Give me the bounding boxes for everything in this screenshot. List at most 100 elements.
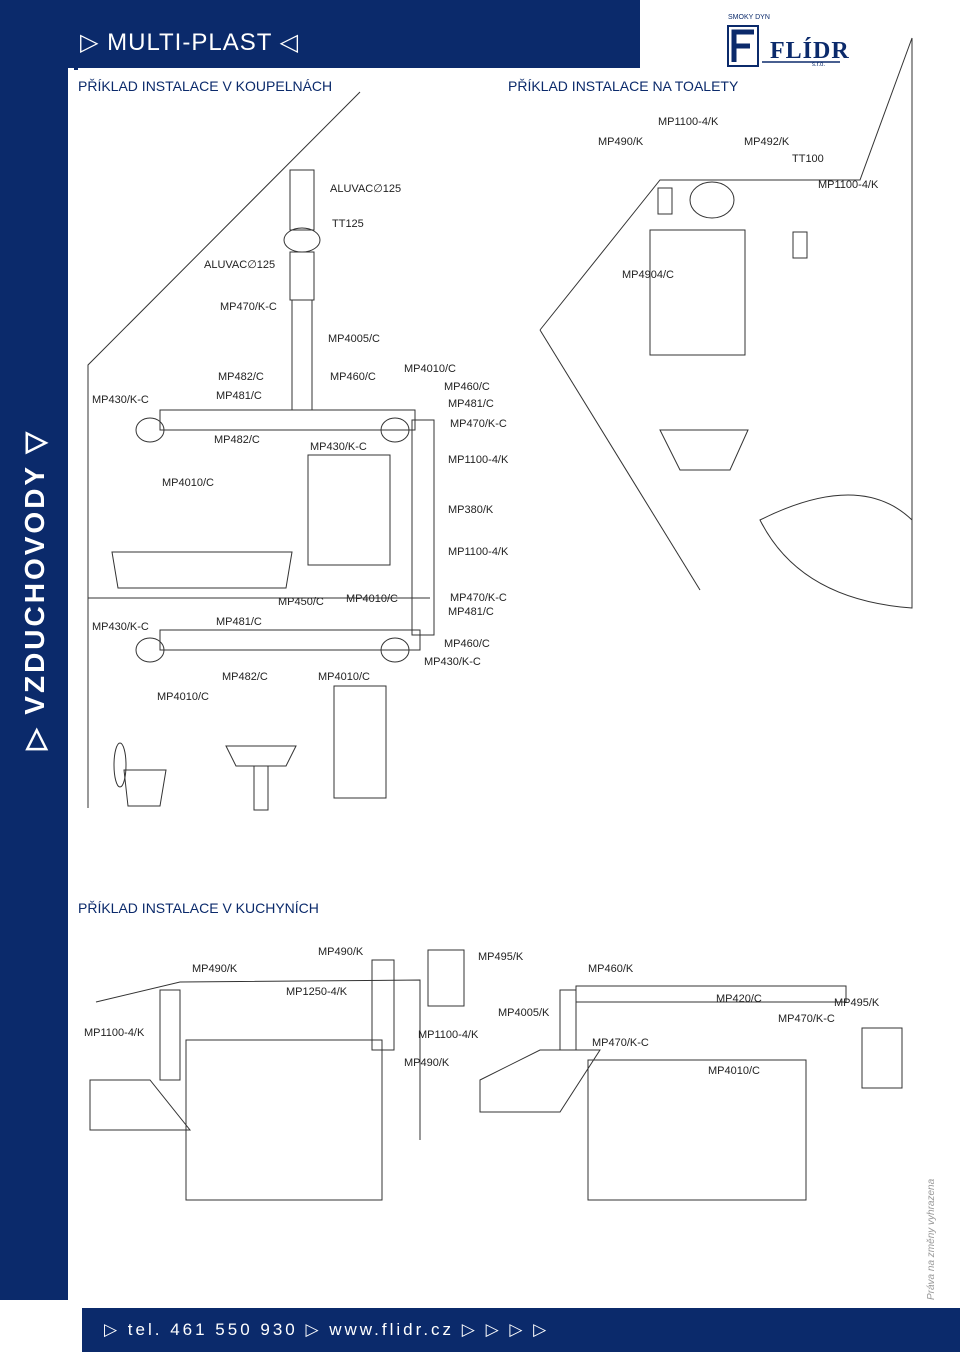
kitchen-left-duct xyxy=(159,989,181,1081)
logo-small-text: SMOKY DYN xyxy=(728,14,770,21)
upper-right-grille xyxy=(380,417,410,443)
label-mp470-riser: MP470/K-C xyxy=(450,418,507,430)
logo-name: FLÍDR xyxy=(770,38,850,64)
label-kitchen-mp460: MP460/K xyxy=(588,963,634,975)
toilet-grille-right xyxy=(792,231,808,259)
label-mp1100-upper: MP1100-4/K xyxy=(448,454,509,466)
lower-door xyxy=(333,685,387,799)
label-mp430-mid: MP430/K-C xyxy=(310,441,367,453)
label-kitchen-mp495-right: MP495/K xyxy=(834,997,880,1009)
section-title-kitchen: PŘÍKLAD INSTALACE V KUCHYNÍCH xyxy=(78,900,319,916)
lower-right-grille xyxy=(380,637,410,663)
label-mp482-lower: MP482/C xyxy=(222,671,268,683)
lower-left-grille xyxy=(135,637,165,663)
toilet-cabinet xyxy=(649,229,746,356)
label-mp460-upper: MP460/C xyxy=(330,371,376,383)
label-mp481-riser: MP481/C xyxy=(448,398,494,410)
label-kitchen-mp490-top: MP490/K xyxy=(318,946,364,958)
label-toilet-mp4904: MP4904/C xyxy=(622,269,674,281)
label-kitchen-mp420: MP420/C xyxy=(716,993,762,1005)
logo-suffix: s.r.o. xyxy=(812,62,826,68)
label-aluvac-bottom: ALUVAC∅125 xyxy=(204,259,275,271)
section-title-bathroom: PŘÍKLAD INSTALACE V KOUPELNÁCH xyxy=(78,78,333,94)
label-mp460-lower: MP460/C xyxy=(444,638,490,650)
label-toilet-tt100: TT100 xyxy=(792,153,824,165)
label-mp430-lower-left: MP430/K-C xyxy=(92,621,149,633)
toilet-grille-left xyxy=(657,187,673,215)
upper-duct xyxy=(159,409,416,431)
upper-left-grille xyxy=(135,417,165,443)
label-aluvac-top: ALUVAC∅125 xyxy=(330,183,401,195)
kitchen-left-hood xyxy=(89,1079,192,1131)
kitchen-wall-plate xyxy=(427,949,465,1007)
label-mp4005: MP4005/C xyxy=(328,333,380,345)
label-kitchen-mp1250: MP1250-4/K xyxy=(286,986,348,998)
label-mp1100-lower: MP1100-4/K xyxy=(448,546,509,558)
tt125-fan xyxy=(283,227,321,253)
label-kitchen-mp470-right: MP470/K-C xyxy=(778,1013,835,1025)
label-mp4010-mid: MP4010/C xyxy=(162,477,214,489)
kitchen-right-wall-plate xyxy=(861,1027,903,1089)
label-mp4010-lower: MP4010/C xyxy=(318,671,370,683)
label-mp430-upper-left: MP430/K-C xyxy=(92,394,149,406)
basin-pedestal xyxy=(253,765,269,811)
lower-duct xyxy=(159,629,421,651)
toilet-fan-duct xyxy=(689,181,735,219)
kitchen-right-cabinets xyxy=(587,1059,807,1201)
label-kitchen-mp495-top: MP495/K xyxy=(478,951,524,963)
company-logo xyxy=(722,12,842,68)
footer-contact: ▷ tel. 461 550 930 ▷ www.flidr.cz ▷ ▷ ▷ … xyxy=(104,1320,550,1339)
label-kitchen-mp470-mid: MP470/K-C xyxy=(592,1037,649,1049)
label-toilet-mp1100-top: MP1100-4/K xyxy=(658,116,719,128)
kitchen-left-wall xyxy=(95,979,421,1140)
toilet-room-outline xyxy=(539,37,913,608)
vertical-duct xyxy=(291,299,313,411)
label-mp470-top: MP470/K-C xyxy=(220,301,277,313)
label-toilet-mp1100-right: MP1100-4/K xyxy=(818,179,879,191)
aluvac-flex-bottom xyxy=(289,251,315,301)
label-mp430-lower-right: MP430/K-C xyxy=(424,656,481,668)
label-mp481-lower-right: MP481/C xyxy=(448,606,494,618)
label-toilet-mp492: MP492/K xyxy=(744,136,790,148)
toilet-bowl xyxy=(659,429,749,471)
label-mp470-lower: MP470/K-C xyxy=(450,592,507,604)
label-kitchen-mp4010: MP4010/C xyxy=(708,1065,760,1077)
label-mp482-mid: MP482/C xyxy=(214,434,260,446)
label-mp4010-bottom: MP4010/C xyxy=(157,691,209,703)
upper-door xyxy=(307,454,391,566)
brand-title: ▷ MULTI-PLAST ◁ xyxy=(80,29,300,56)
label-mp4010-lower-top: MP4010/C xyxy=(346,593,398,605)
label-mp460-riser: MP460/C xyxy=(444,381,490,393)
shower-tray xyxy=(759,494,913,609)
toilet-bathroom xyxy=(123,769,167,807)
label-kitchen-mp4005: MP4005/K xyxy=(498,1007,550,1019)
kitchen-right-horizontal-duct xyxy=(575,985,847,1003)
wash-basin xyxy=(225,745,297,767)
left-band xyxy=(0,0,68,1300)
side-note: Práva na změny vyhrazena xyxy=(926,1178,937,1300)
footer-bar xyxy=(82,1308,960,1352)
label-mp482-upper: MP482/C xyxy=(218,371,264,383)
kitchen-left-cabinets xyxy=(185,1039,383,1201)
aluvac-flex-top xyxy=(289,169,315,231)
riser-duct xyxy=(411,419,435,636)
label-mp380: MP380/K xyxy=(448,504,494,516)
header-bar xyxy=(68,0,640,68)
label-mp481-upper: MP481/C xyxy=(216,390,262,402)
label-kitchen-mp490-left: MP490/K xyxy=(192,963,238,975)
label-mp4010-upper: MP4010/C xyxy=(404,363,456,375)
label-toilet-mp490: MP490/K xyxy=(598,136,644,148)
bathroom-wall-outline xyxy=(87,91,361,808)
label-kitchen-mp1100-mid: MP1100-4/K xyxy=(418,1029,479,1041)
label-tt125: TT125 xyxy=(332,218,364,230)
kitchen-right-duct xyxy=(559,989,577,1051)
label-mp481-lower: MP481/C xyxy=(216,616,262,628)
label-kitchen-mp490-bottom: MP490/K xyxy=(404,1057,450,1069)
section-title-toilet: PŘÍKLAD INSTALACE NA TOALETY xyxy=(508,78,739,94)
kitchen-right-hood xyxy=(479,1049,601,1113)
label-mp450: MP450/C xyxy=(278,596,324,608)
toilet-lid xyxy=(113,742,127,788)
label-kitchen-mp1100-left: MP1100-4/K xyxy=(84,1027,145,1039)
kitchen-left-elbow-duct xyxy=(371,959,395,1051)
